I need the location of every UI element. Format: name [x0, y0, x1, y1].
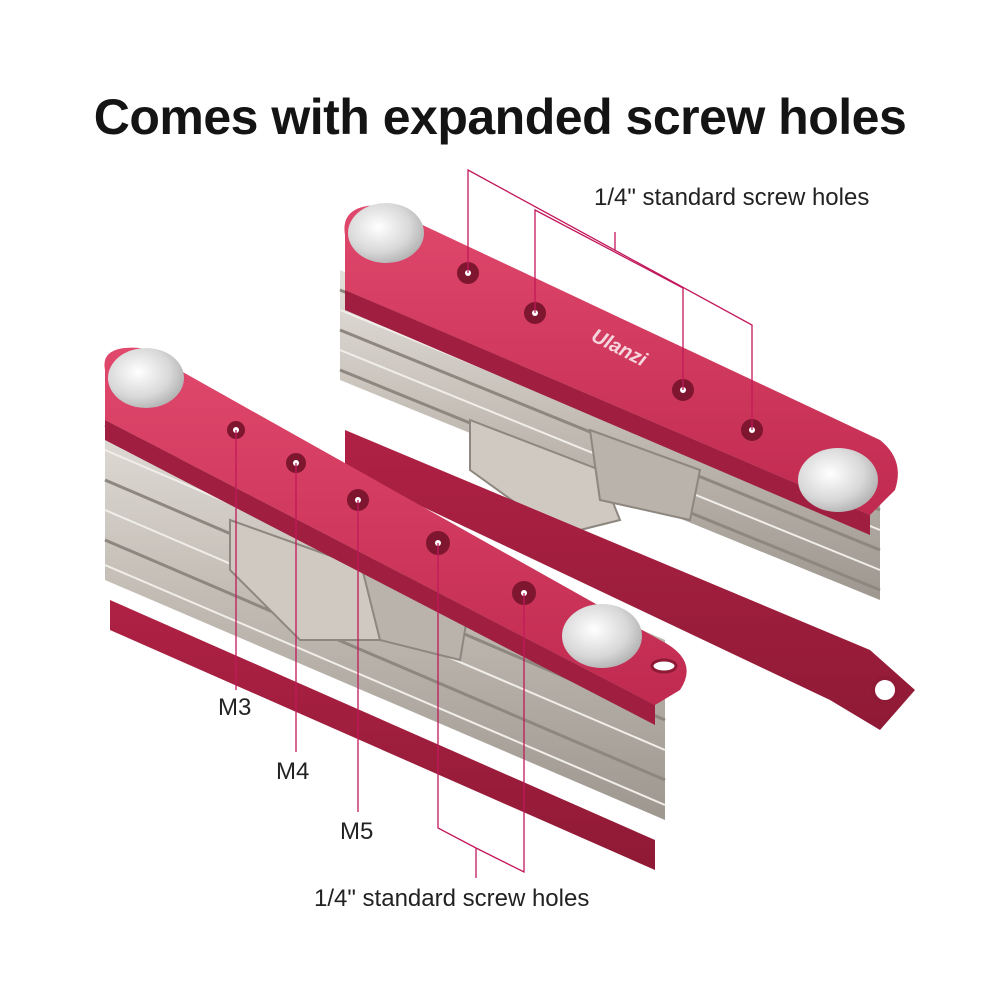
front-lanyard-slot — [650, 658, 678, 674]
front-top-plate — [104, 347, 687, 705]
front-bottom-plate — [110, 570, 655, 870]
label-m3: M3 — [218, 694, 252, 721]
headline: Comes with expanded screw holes — [93, 89, 907, 145]
label-m5: M5 — [340, 818, 374, 845]
top-callout-outer — [467, 168, 753, 430]
front-right-cap — [562, 604, 642, 668]
back-right-cap — [798, 448, 878, 512]
label-bottom-standard-holes: 1/4" standard screw holes — [314, 885, 590, 912]
front-left-cap — [108, 348, 184, 408]
label-top-standard-holes: 1/4" standard screw holes — [594, 184, 870, 211]
callout-lines — [235, 168, 753, 878]
back-left-cap — [348, 203, 424, 263]
bottom-callout-left — [437, 543, 477, 849]
back-multitool: Ulanzi — [339, 203, 915, 730]
back-bottom-plate — [345, 400, 915, 730]
top-callout-inner — [534, 208, 684, 390]
back-lanyard-hole — [871, 676, 899, 704]
bottom-callout-right — [475, 593, 525, 874]
front-multitool — [104, 347, 687, 870]
label-m4: M4 — [276, 758, 310, 785]
